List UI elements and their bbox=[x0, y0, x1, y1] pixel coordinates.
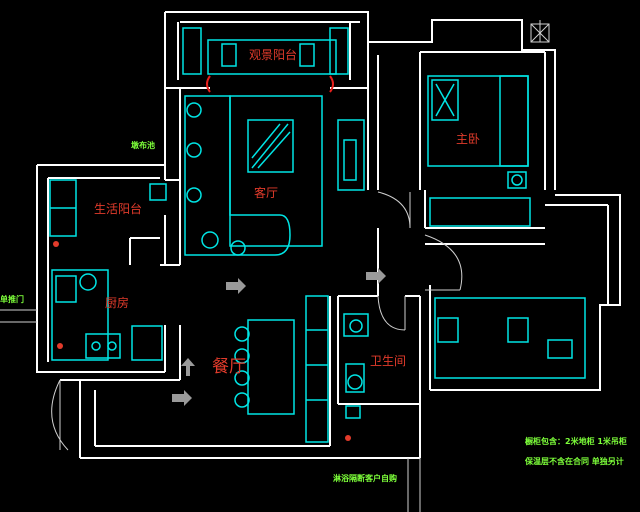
label-master-bedroom: 主卧 bbox=[456, 132, 481, 146]
note-package-line2: 保温层不含在合同 单独另计 bbox=[525, 457, 624, 466]
marker-dot bbox=[53, 241, 59, 247]
note-door-single: 单推门 bbox=[0, 295, 24, 304]
marker-dot bbox=[57, 343, 63, 349]
label-bathroom: 卫生间 bbox=[370, 354, 407, 368]
marker-dot bbox=[345, 435, 351, 441]
door-accents bbox=[206, 75, 334, 93]
label-balcony-view: 观景阳台 bbox=[249, 48, 298, 62]
walls bbox=[36, 11, 621, 459]
furniture bbox=[49, 27, 586, 443]
label-living-room: 客厅 bbox=[254, 186, 279, 200]
flow-arrows bbox=[172, 268, 386, 406]
door-swings bbox=[377, 191, 463, 331]
note-bathroom-partition: 淋浴隔断客户自购 bbox=[333, 474, 397, 483]
note-mop-sink: 墩布池 bbox=[131, 141, 155, 150]
label-kitchen: 厨房 bbox=[105, 296, 130, 310]
exterior-lines bbox=[0, 20, 550, 512]
note-package-line1: 橱柜包含：2米地柜 1米吊柜 bbox=[525, 437, 627, 446]
label-utility-balcony: 生活阳台 bbox=[94, 202, 143, 216]
label-dining-room: 餐厅 bbox=[212, 357, 246, 377]
